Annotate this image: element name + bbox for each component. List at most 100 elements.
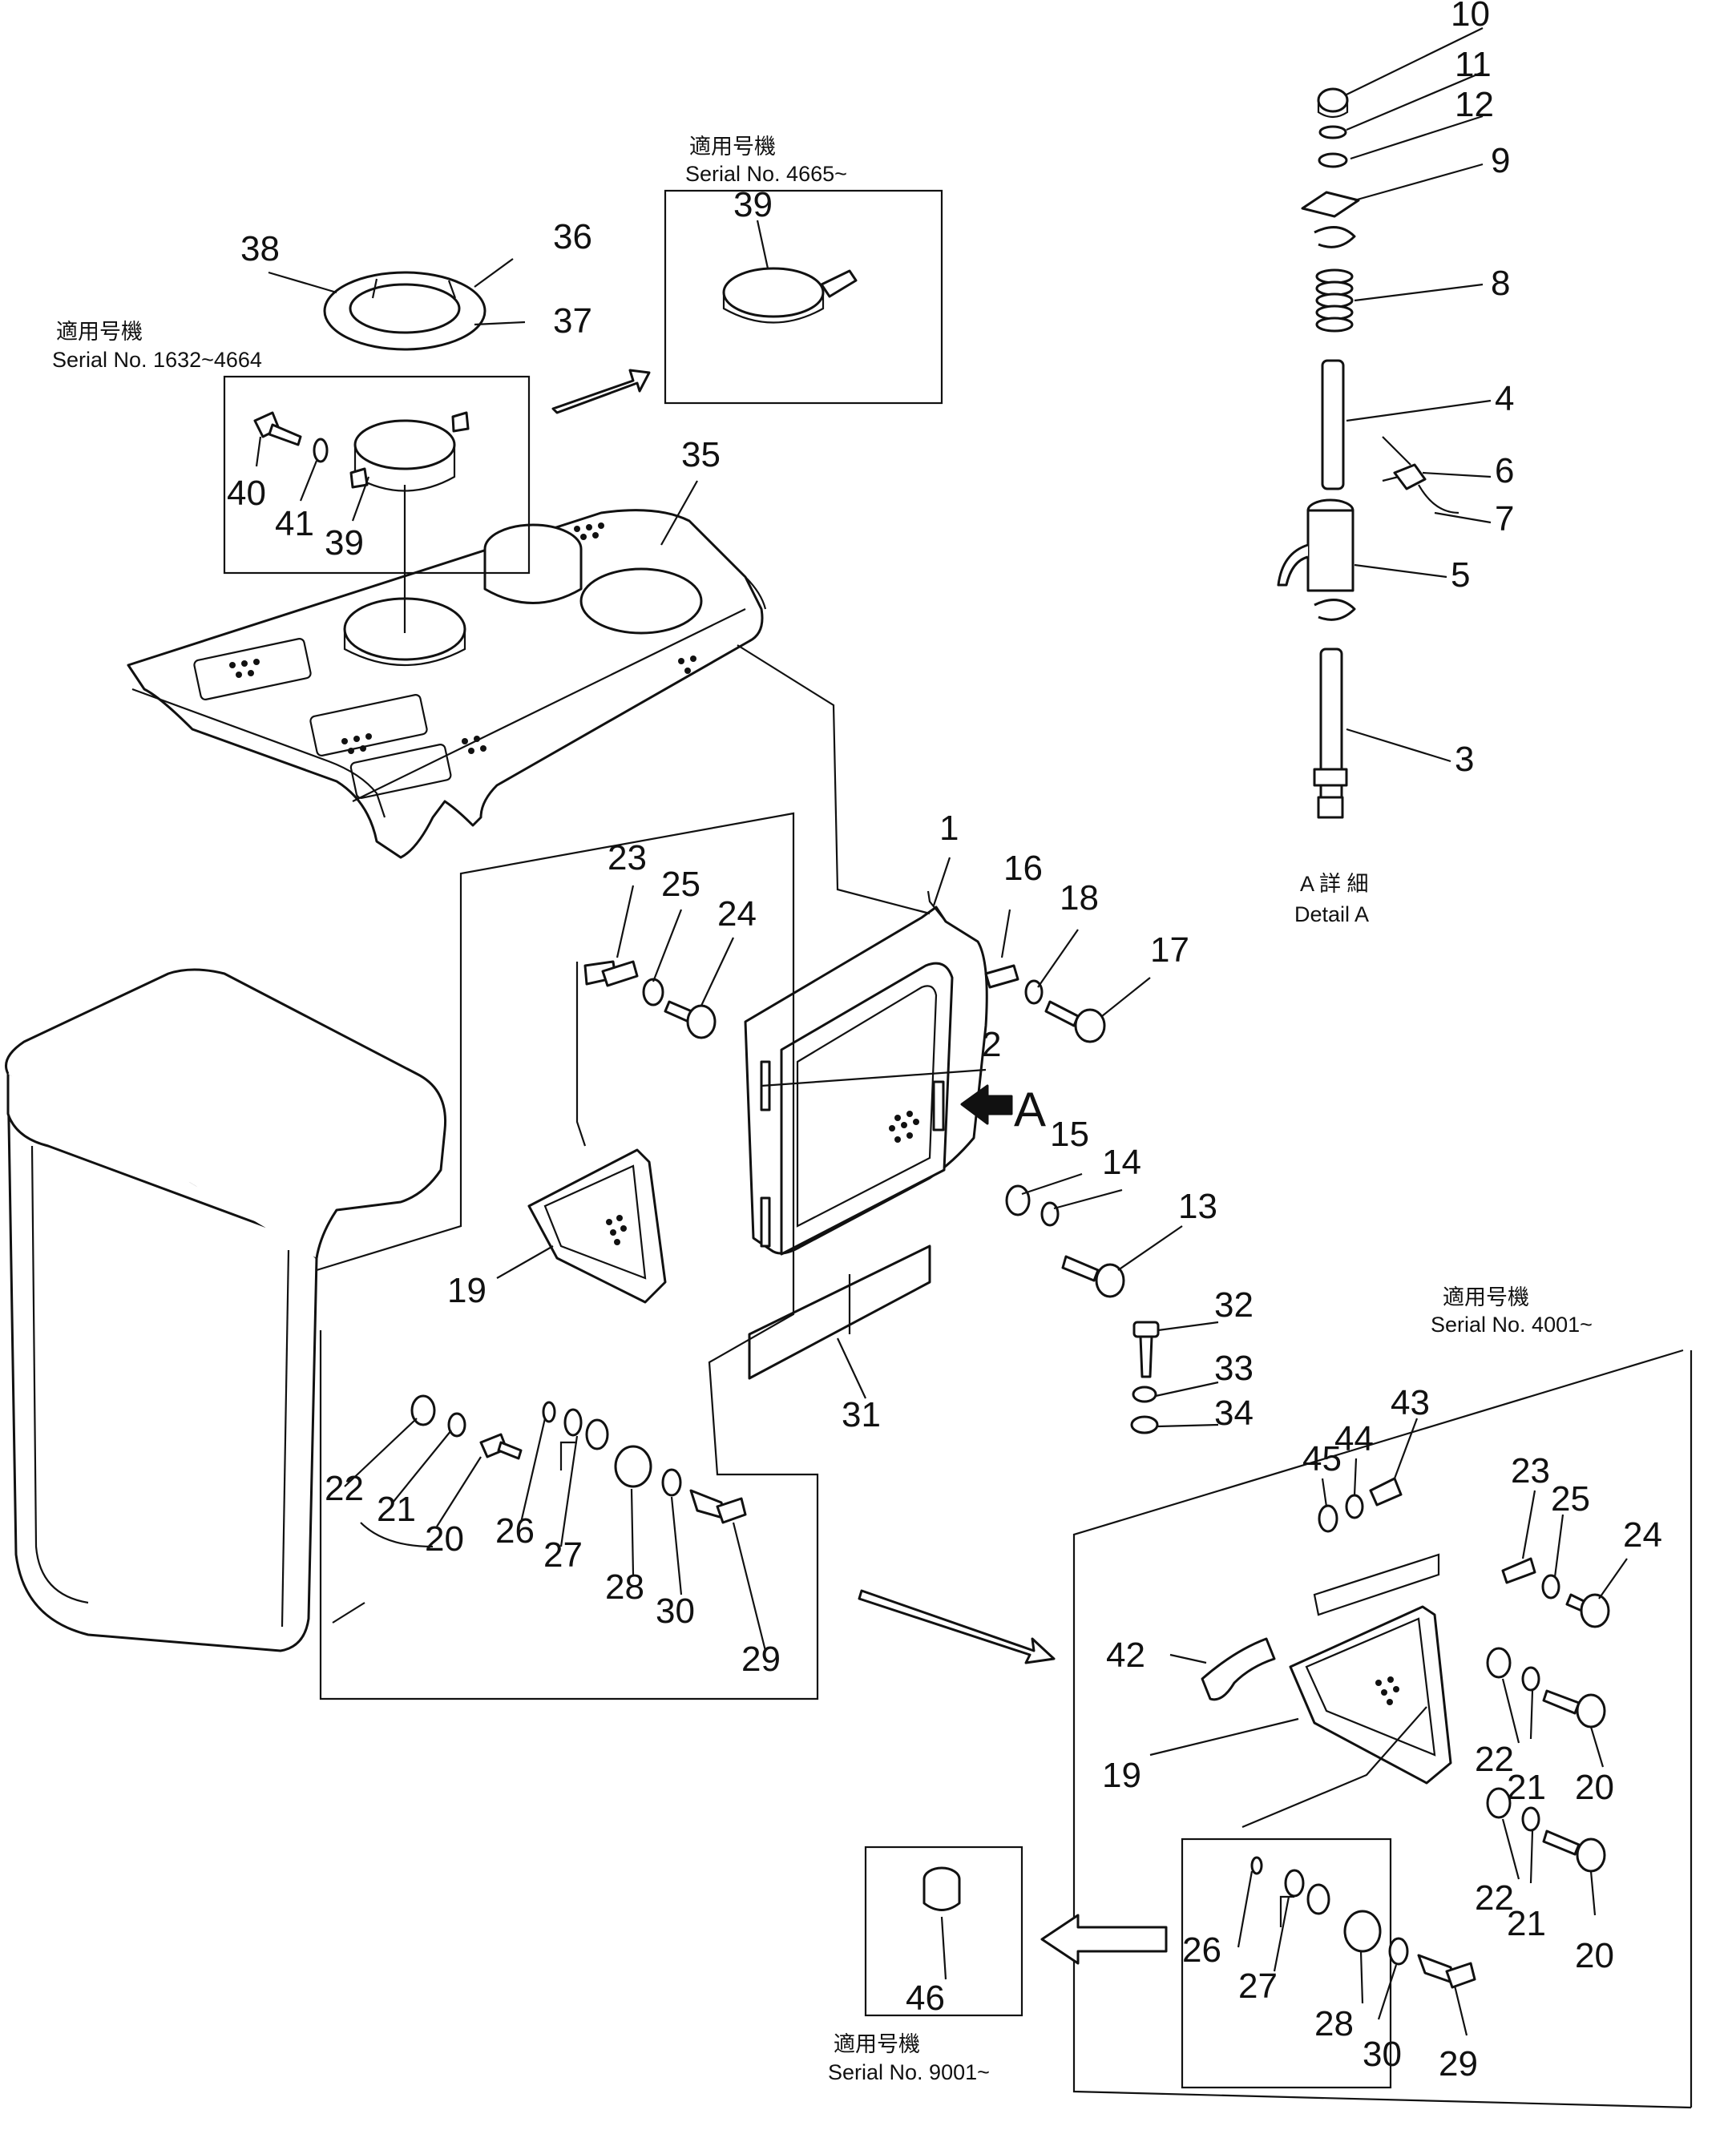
callout-44: 44 [1334, 1419, 1374, 1458]
side-plate-19-right [1289, 1553, 1452, 1785]
callout-10: 10 [1451, 0, 1490, 34]
serial-4001-label: Serial No. 4001~ [1431, 1313, 1593, 1337]
serial-4001-jp-label: 適用号機 [1443, 1285, 1529, 1309]
callout-42: 42 [1106, 1636, 1145, 1675]
bushing-46 [923, 1866, 961, 1911]
callout-30-right: 30 [1363, 2035, 1402, 2074]
callout-30-left: 30 [656, 1591, 695, 1631]
callout-29-left: 29 [741, 1640, 781, 1679]
inner-box-26-30 [1181, 1837, 1392, 2089]
arrow-upgrade-top [551, 369, 651, 414]
view-arrow-a [960, 1084, 1013, 1125]
callout-14: 14 [1102, 1143, 1141, 1182]
washer-41 [313, 438, 329, 463]
callout-20-right-a: 20 [1575, 1768, 1614, 1807]
callout-24-left: 24 [717, 894, 757, 934]
right-bolt-group [1318, 1477, 1610, 1873]
callout-19-right: 19 [1102, 1756, 1141, 1795]
bolt-40 [253, 411, 302, 446]
callout-29-right: 29 [1439, 2044, 1478, 2084]
callout-22-left: 22 [325, 1469, 364, 1508]
callout-21-right-a: 21 [1507, 1768, 1546, 1807]
left-bolt-group [410, 1394, 747, 1524]
captions: 適用号機 Serial No. 4665~ 適用号機 Serial No. 16… [52, 135, 1593, 2084]
mid-bolt-group [1005, 1184, 1125, 1298]
callout-20-right-b: 20 [1575, 1936, 1614, 1975]
lower-bolt-group [1130, 1321, 1160, 1434]
side-panel-1 [744, 890, 988, 1256]
callout-13: 13 [1178, 1187, 1217, 1226]
callout-11: 11 [1455, 45, 1492, 84]
callout-38: 38 [240, 229, 280, 268]
callout-21-left: 21 [377, 1490, 416, 1529]
serial-1632-label: Serial No. 1632~4664 [52, 348, 262, 372]
view-a-label: A [1014, 1083, 1046, 1136]
callout-27-left: 27 [543, 1535, 583, 1575]
callout-9: 9 [1491, 141, 1510, 180]
callout-15: 15 [1050, 1115, 1089, 1154]
callout-46: 46 [906, 1979, 945, 2018]
callout-1: 1 [939, 809, 959, 848]
leader-lines [255, 27, 1628, 2036]
callout-22-right-b: 22 [1475, 1878, 1514, 1918]
clamp-band-39-new [722, 267, 858, 324]
callout-4: 4 [1495, 379, 1514, 418]
latch-42 [1201, 1637, 1276, 1701]
callout-23-right: 23 [1511, 1451, 1550, 1491]
callout-25-right: 25 [1551, 1479, 1590, 1519]
callout-18: 18 [1060, 878, 1099, 918]
callout-39-old: 39 [325, 523, 364, 563]
callout-45: 45 [1302, 1439, 1342, 1478]
callout-20-left-a: 20 [425, 1519, 464, 1559]
serial-4665-box [664, 189, 943, 405]
serial-9001-box [864, 1846, 1023, 2017]
callout-36: 36 [553, 217, 592, 256]
callout-5: 5 [1451, 555, 1470, 595]
callout-26-left: 26 [495, 1511, 535, 1551]
callout-23-left: 23 [608, 838, 647, 877]
callout-3: 3 [1455, 740, 1474, 779]
callout-26-right: 26 [1182, 1930, 1221, 1970]
callout-34: 34 [1214, 1394, 1254, 1433]
arrow-upgrade-mid [858, 1589, 1056, 1664]
outline-frame-right [1072, 1349, 1692, 2109]
callout-7: 7 [1495, 499, 1514, 539]
callout-31: 31 [842, 1395, 881, 1434]
bottom-plate-31 [748, 1244, 931, 1380]
callout-37: 37 [553, 301, 592, 341]
callout-6: 6 [1495, 451, 1514, 490]
callout-41: 41 [275, 504, 314, 543]
callout-40: 40 [227, 474, 266, 513]
serial-9001-jp-label: 適用号機 [834, 2032, 920, 2056]
callout-8: 8 [1491, 264, 1510, 303]
callout-33: 33 [1214, 1349, 1254, 1388]
callout-21-right-b: 21 [1507, 1904, 1546, 1943]
callout-25-left: 25 [661, 865, 700, 904]
callout-35: 35 [681, 435, 721, 474]
serial-1632-box [223, 375, 531, 575]
callout-19-left: 19 [447, 1271, 486, 1310]
callout-39-new: 39 [733, 185, 773, 224]
serial-1632-jp-label: 適用号機 [56, 320, 143, 344]
callout-2: 2 [982, 1025, 1001, 1064]
side-plate-19-left [527, 960, 667, 1304]
serial-4665-label: Serial No. 4665~ [685, 162, 847, 186]
callout-12: 12 [1455, 85, 1494, 124]
callout-27-right: 27 [1238, 1967, 1278, 2006]
detail-a-label: Detail A [1294, 902, 1369, 926]
detail-a-jp-label: A 詳 細 [1300, 872, 1369, 896]
callout-28-left: 28 [605, 1567, 644, 1607]
detail-a-assembly [1277, 87, 1459, 819]
callout-24-right: 24 [1623, 1515, 1662, 1555]
callout-numbers: 10 11 12 9 8 4 6 7 5 3 39 38 36 37 40 41… [227, 0, 1662, 2084]
clamp-band-39-old [349, 411, 470, 492]
callout-28-right: 28 [1314, 2004, 1354, 2043]
serial-4665-jp-label: 適用号機 [689, 135, 776, 159]
battery-box [5, 968, 447, 1652]
callout-43: 43 [1391, 1383, 1430, 1422]
ring-38 [323, 271, 486, 351]
outline-frame-left [316, 812, 819, 1700]
inner-bolt-group [1250, 1856, 1476, 1989]
callout-32: 32 [1214, 1285, 1254, 1325]
